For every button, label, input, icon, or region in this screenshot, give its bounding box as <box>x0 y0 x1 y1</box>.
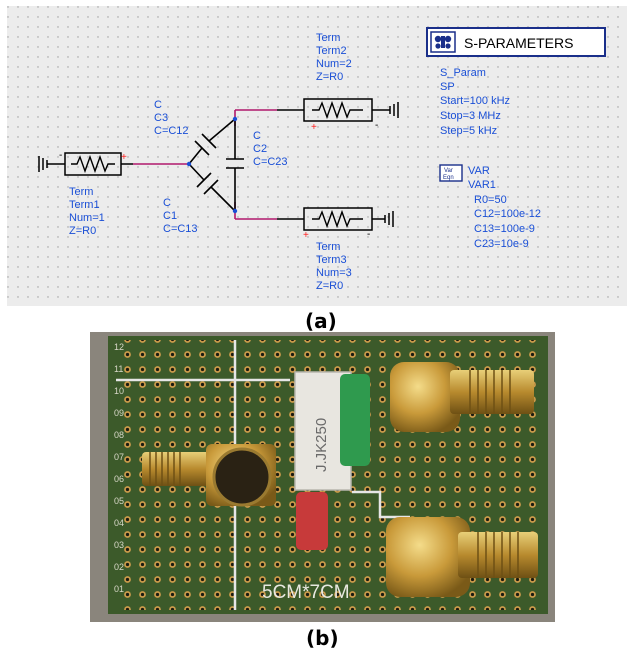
svg-text:Z=R0: Z=R0 <box>69 225 96 237</box>
svg-text:Num=1: Num=1 <box>69 212 105 224</box>
svg-text:R0=50: R0=50 <box>474 194 507 206</box>
svg-text:Term: Term <box>69 186 93 198</box>
caption-b: (b) <box>306 626 339 650</box>
svg-text:12: 12 <box>114 342 124 352</box>
svg-text:C2: C2 <box>253 143 267 155</box>
resistor-marking: J.JK250 <box>313 418 330 472</box>
sma-connector-bottom-right <box>386 517 538 597</box>
svg-text:04: 04 <box>114 518 124 528</box>
svg-text:Term: Term <box>316 32 340 44</box>
svg-text:C1: C1 <box>163 210 177 222</box>
var-icon-top: Var <box>444 168 453 174</box>
c1-labels: C C1 C=C13 <box>163 197 198 235</box>
svg-text:01: 01 <box>114 584 124 594</box>
svg-text:Term1: Term1 <box>69 199 100 211</box>
capacitor-c3[interactable] <box>188 118 236 165</box>
term3-component[interactable]: + - <box>277 207 394 241</box>
term1-component[interactable]: + - <box>38 150 133 176</box>
c2-labels: C C2 C=C23 <box>253 130 288 168</box>
capacitor-c2[interactable] <box>226 119 244 211</box>
term2-pin-plus: + <box>311 122 317 133</box>
term2-labels: Term Term2 Num=2 Z=R0 <box>316 32 352 83</box>
svg-text:07: 07 <box>114 452 124 462</box>
term2-component[interactable]: + - <box>277 98 399 133</box>
svg-text:08: 08 <box>114 430 124 440</box>
svg-text:11: 11 <box>114 364 123 374</box>
schematic-panel: + - Term Term1 Num=1 Z=R0 + - Term Term2… <box>7 6 627 306</box>
svg-text:Term2: Term2 <box>316 45 347 57</box>
pcb-photo-panel: 12 11 10 09 08 07 06 05 04 03 02 01 J.JK… <box>90 332 555 622</box>
svg-text:Start=100 kHz: Start=100 kHz <box>440 95 510 107</box>
svg-text:C=C13: C=C13 <box>163 223 198 235</box>
sparameters-controller[interactable]: S-PARAMETERS <box>426 27 606 57</box>
red-capacitor <box>296 492 328 550</box>
svg-text:C13=100e-9: C13=100e-9 <box>474 223 535 235</box>
svg-text:09: 09 <box>114 408 124 418</box>
svg-text:C: C <box>163 197 171 209</box>
caption-a: (a) <box>305 309 337 333</box>
svg-text:C=C23: C=C23 <box>253 156 288 168</box>
var-equation-block[interactable]: Var Eqn <box>439 164 463 182</box>
svg-text:C=C12: C=C12 <box>154 125 189 137</box>
svg-text:Term: Term <box>316 241 340 253</box>
svg-text:Term3: Term3 <box>316 254 347 266</box>
svg-text:VAR: VAR <box>468 165 490 177</box>
svg-text:VAR1: VAR1 <box>468 179 496 191</box>
svg-text:C23=10e-9: C23=10e-9 <box>474 238 529 250</box>
c3-labels: C C3 C=C12 <box>154 99 189 137</box>
term2-pin-minus: - <box>375 120 378 131</box>
svg-text:03: 03 <box>114 540 124 550</box>
sparameters-labels: S_Param SP Start=100 kHz Stop=3 MHz Step… <box>440 67 510 137</box>
term3-pin-plus: + <box>303 230 309 241</box>
sparameters-title: S-PARAMETERS <box>464 35 573 51</box>
term1-pin-minus: - <box>59 150 62 161</box>
svg-text:C3: C3 <box>154 112 168 124</box>
var-labels: VAR VAR1 R0=50 C12=100e-12 C13=100e-9 C2… <box>468 165 541 250</box>
sparameters-icon <box>434 35 452 49</box>
svg-text:S_Param: S_Param <box>440 67 486 79</box>
svg-text:Z=R0: Z=R0 <box>316 71 343 83</box>
term1-labels: Term Term1 Num=1 Z=R0 <box>69 186 105 237</box>
board-size-label: 5CM*7CM <box>262 582 350 603</box>
svg-text:Num=3: Num=3 <box>316 267 352 279</box>
svg-text:Step=5 kHz: Step=5 kHz <box>440 125 497 137</box>
node-dots <box>186 116 238 214</box>
term1-pin-plus: + <box>121 152 127 163</box>
capacitor-c1[interactable] <box>188 163 236 212</box>
svg-text:06: 06 <box>114 474 124 484</box>
svg-text:C: C <box>154 99 162 111</box>
row-numbers: 12 11 10 09 08 07 06 05 04 03 02 01 <box>114 342 124 594</box>
svg-text:C: C <box>253 130 261 142</box>
green-capacitor <box>340 374 370 466</box>
svg-text:SP: SP <box>440 81 455 93</box>
svg-text:Stop=3 MHz: Stop=3 MHz <box>440 110 501 122</box>
svg-text:Num=2: Num=2 <box>316 58 352 70</box>
svg-text:02: 02 <box>114 562 124 572</box>
svg-text:10: 10 <box>114 386 124 396</box>
sma-connector-top-right <box>390 362 534 432</box>
svg-text:C12=100e-12: C12=100e-12 <box>474 208 541 220</box>
term3-pin-minus: - <box>367 229 370 240</box>
svg-text:Z=R0: Z=R0 <box>316 280 343 292</box>
term3-labels: Term Term3 Num=3 Z=R0 <box>316 241 352 292</box>
svg-text:05: 05 <box>114 496 124 506</box>
sma-connector-left <box>142 444 276 507</box>
var-icon-bottom: Eqn <box>443 175 454 181</box>
